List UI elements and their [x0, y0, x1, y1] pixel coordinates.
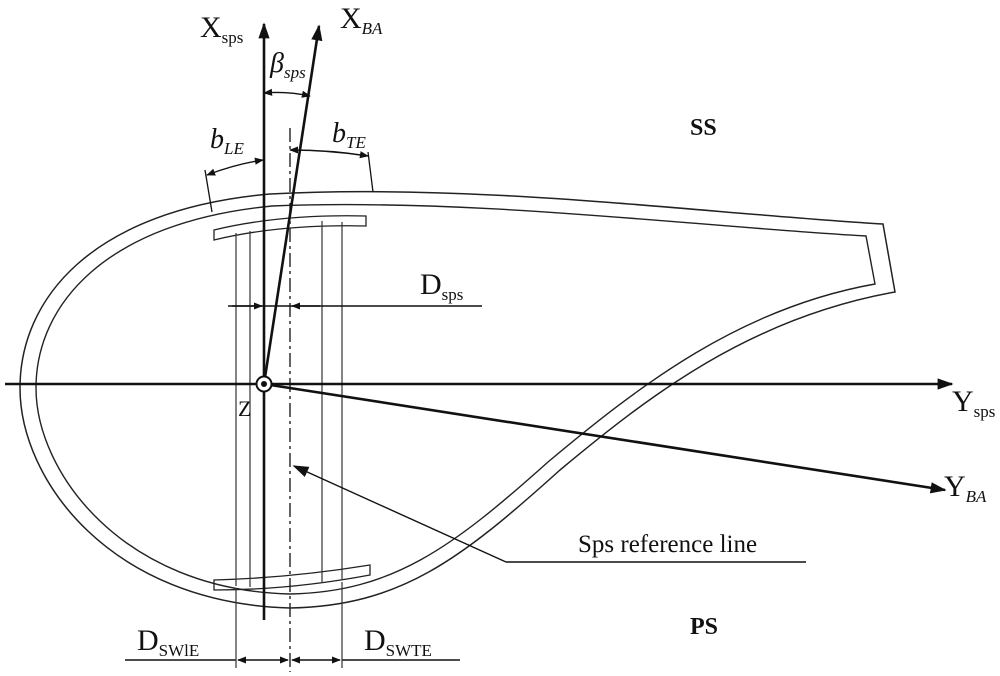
x-sps-label: Xsps — [200, 11, 243, 47]
reference-line-callout: Sps reference line — [578, 531, 757, 558]
d-swte-label: DSWTE — [364, 624, 432, 660]
reference-line-leader — [292, 465, 507, 563]
pressure-side-label: PS — [690, 614, 718, 640]
y-ba-label: YBA — [944, 470, 987, 506]
b-le-label: bLE — [210, 124, 244, 158]
b-te-extension-line — [367, 151, 374, 193]
airfoil-outer-profile — [19, 190, 896, 609]
y-ba-axis — [263, 382, 947, 494]
b-le-extension-line — [204, 169, 213, 213]
suction-side-label: SS — [690, 115, 717, 141]
beta-sps-arc — [263, 88, 311, 98]
b-te-label: bTE — [332, 118, 366, 152]
spar-cap-ps — [213, 564, 371, 591]
b-te-arc — [289, 146, 369, 159]
y-sps-label: Ysps — [952, 385, 995, 421]
beta-sps-label: βsps — [269, 48, 306, 82]
d-swle-label: DSWlE — [137, 624, 199, 660]
origin-z-label: Z — [238, 396, 251, 421]
d-sps-label: Dsps — [420, 268, 463, 304]
x-ba-axis — [262, 24, 323, 385]
origin-dot — [261, 381, 267, 387]
spar-cap-ss — [213, 215, 367, 241]
b-le-arc — [206, 157, 264, 176]
x-ba-label: XBA — [340, 2, 383, 38]
airfoil-inner-profile — [35, 203, 876, 595]
